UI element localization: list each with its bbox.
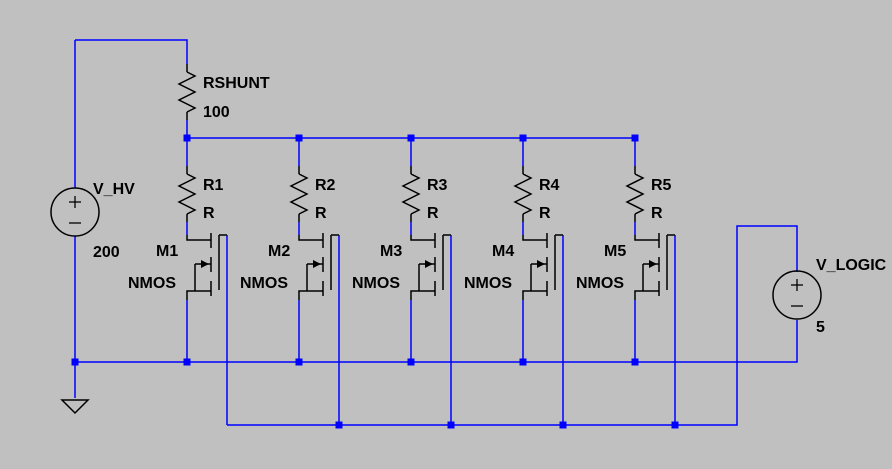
junction-dot [407,134,415,142]
resistor-value: R [203,205,215,222]
resistor-icon [401,173,421,215]
resistor-name: R3 [427,177,448,194]
resistor-icon [177,71,197,113]
nmos-icon [425,260,433,268]
junction-dot [631,358,639,366]
resistor-icon [177,173,197,215]
dc-source-icon [772,270,822,320]
junction-dot [183,358,191,366]
resistor-value: R [315,205,327,222]
resistor-name: R4 [539,177,560,194]
shunt-name: RSHUNT [203,75,270,92]
mosfet-name: M3 [380,243,402,260]
resistor-5 [625,166,645,222]
resistor-name: R1 [203,177,224,194]
mosfet-name: M5 [604,243,626,260]
source-logic [772,270,822,320]
resistor-value: R [539,205,551,222]
wire-logic [227,225,798,426]
junction-dot [631,134,639,142]
resistor-icon [625,173,645,215]
nmos-icon [537,260,545,268]
mosfet-4 [522,233,563,300]
shunt-resistor [177,64,197,120]
nmos-icon [201,260,209,268]
source-name-hv: V_HV [93,181,135,198]
junction-dot [183,134,191,142]
nmos-source [634,290,659,300]
nmos-drain [634,235,659,241]
source-value-logic: 5 [816,319,825,336]
junction-dot [295,134,303,142]
source-name-logic: V_LOGIC [816,257,887,274]
mosfet-5 [634,233,675,300]
junction-dot [671,421,679,429]
resistor-2 [289,166,309,222]
mosfet-type: NMOS [352,275,400,292]
nmos-drain [298,235,323,241]
junction-dot [447,421,455,429]
dc-source-icon [50,187,100,237]
resistor-4 [513,166,533,222]
nmos-drain [410,235,435,241]
junction-dot [71,358,79,366]
wire-top [75,39,188,64]
resistor-3 [401,166,421,222]
nmos-source [522,290,547,300]
junction-dot [407,358,415,366]
nmos-source [298,290,323,300]
mosfet-2 [298,233,339,300]
nmos-source [186,290,211,300]
mosfet-type: NMOS [576,275,624,292]
source-hv [50,187,100,237]
junction-dot [519,358,527,366]
nmos-source [410,290,435,300]
junction-dot [559,421,567,429]
resistor-1 [177,166,197,222]
resistor-value: R [651,205,663,222]
nmos-icon [313,260,321,268]
mosfet-name: M1 [156,243,178,260]
resistor-name: R2 [315,177,336,194]
resistor-icon [513,173,533,215]
nmos-drain [186,235,211,241]
junction-dot [519,134,527,142]
junctions [71,134,679,429]
ground-icon [60,399,90,415]
nmos-icon [649,260,657,268]
resistor-name: R5 [651,177,672,194]
mosfet-name: M2 [268,243,290,260]
resistor-value: R [427,205,439,222]
junction-dot [335,421,343,429]
source-value-hv: 200 [93,244,120,261]
mosfet-type: NMOS [128,275,176,292]
junction-dot [295,358,303,366]
nmos-drain [522,235,547,241]
resistor-icon [289,173,309,215]
mosfet-3 [410,233,451,300]
components [50,64,822,415]
shunt-value: 100 [203,104,230,121]
mosfet-1 [186,233,227,300]
mosfet-type: NMOS [464,275,512,292]
wire-ground-bus [75,320,798,363]
mosfet-type: NMOS [240,275,288,292]
mosfet-name: M4 [492,243,514,260]
